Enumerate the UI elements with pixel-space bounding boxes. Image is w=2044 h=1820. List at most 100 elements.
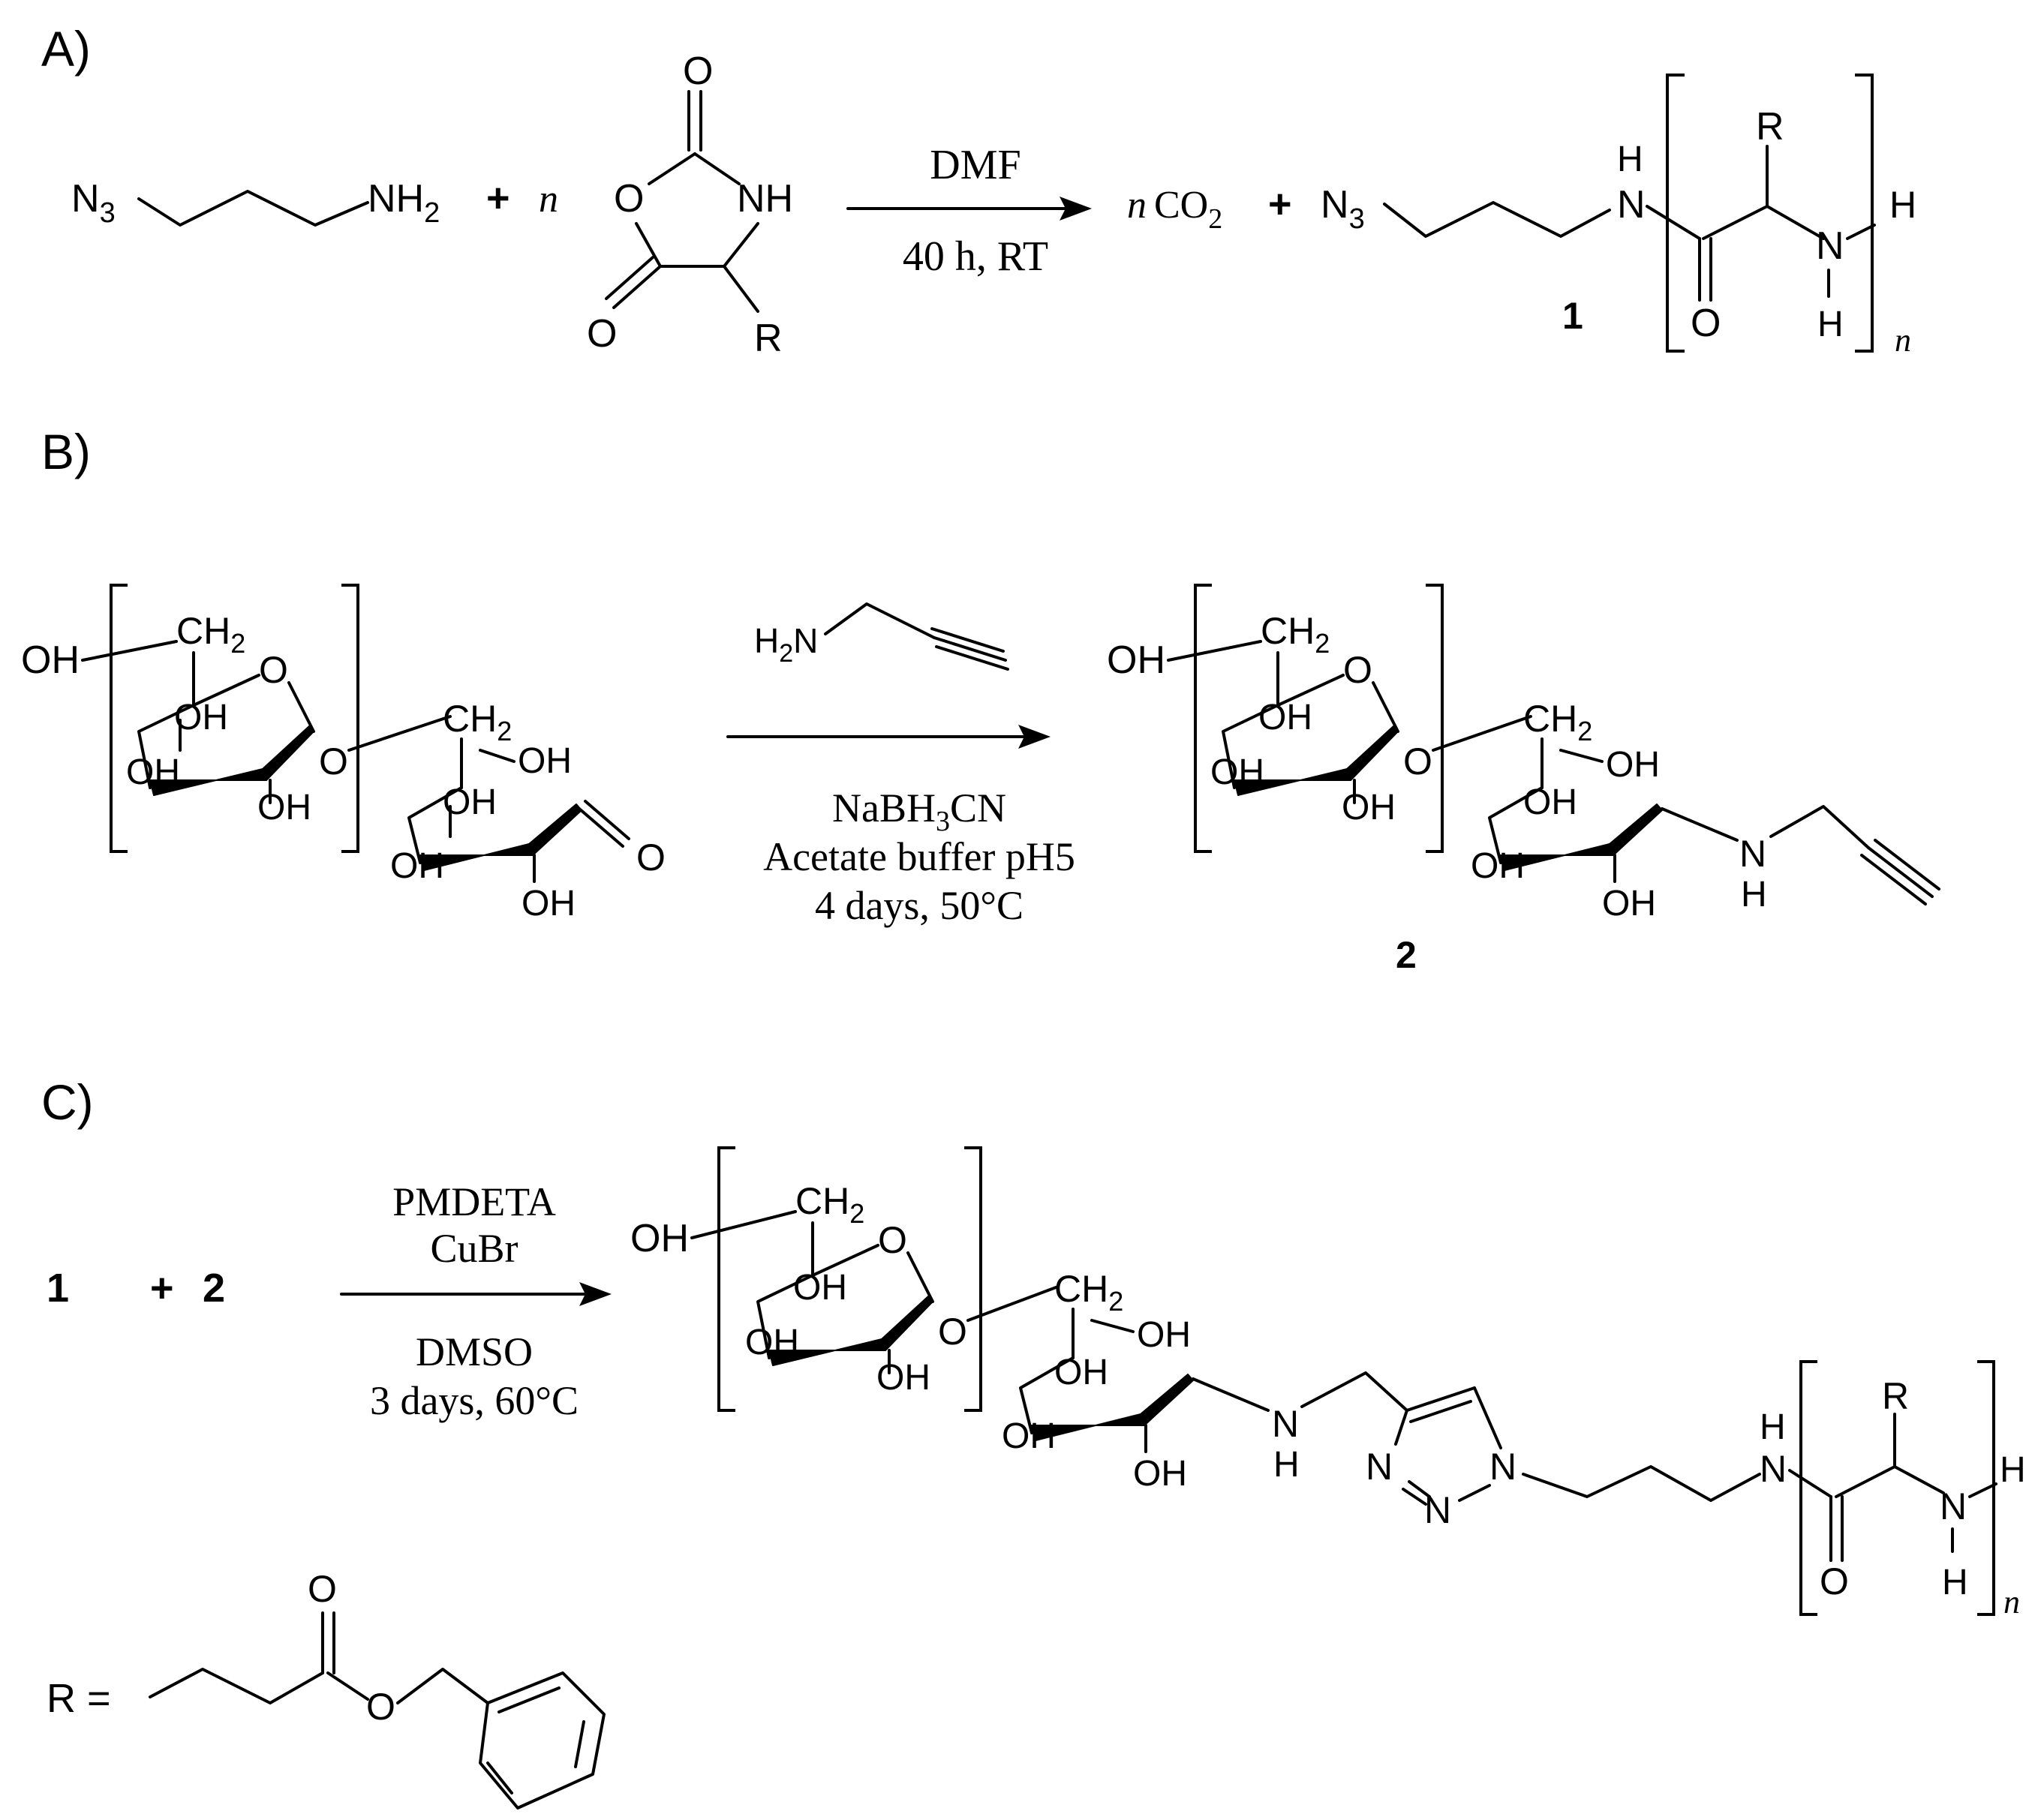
panel-b: B) OH CH2 O OH OH OH O CH2 OH xyxy=(21,424,1940,976)
plus-sign-2: + xyxy=(1268,182,1292,227)
c-amine-h: H xyxy=(1273,1445,1300,1485)
nca-bond-r xyxy=(723,265,759,313)
c-terminal-h: H xyxy=(2000,1450,2026,1490)
p2-open-oh-3: OH xyxy=(1471,846,1525,886)
panel-b-label: B) xyxy=(41,424,91,479)
propargylamine: H2N xyxy=(754,602,1009,671)
glycosidic-link xyxy=(347,715,452,752)
c-repeat-bracket-left xyxy=(1799,1360,1817,1616)
p2-open-left xyxy=(1488,786,1544,864)
n-coefficient: n xyxy=(539,178,558,221)
repeat-bracket-left xyxy=(1666,74,1685,353)
arrow-c-conditions: 3 days, 60°C xyxy=(370,1378,579,1423)
r-chain xyxy=(149,1668,324,1704)
propyl-chain-bonds xyxy=(137,190,369,227)
nca-bond-o xyxy=(648,152,696,185)
c-open-oh-1: OH xyxy=(1137,1315,1191,1355)
arrow-b-conditions: 4 days, 50°C xyxy=(815,883,1024,928)
c-r: R xyxy=(1882,1375,1909,1417)
p2-c-n-bond xyxy=(1661,807,1739,842)
r-group-definition: R = O O xyxy=(47,1568,606,1809)
c-amide-h: H xyxy=(1760,1407,1786,1447)
p2-bracket-right xyxy=(1426,584,1444,853)
nca-carbonyl-o-bottom: O xyxy=(587,312,617,356)
c-calpha-n xyxy=(1893,1465,1945,1494)
r-c-o-bond xyxy=(326,1671,369,1701)
p2-amine-h: H xyxy=(1741,875,1767,915)
ring-bold-bottom xyxy=(149,725,314,796)
c-c-n-bond xyxy=(1192,1377,1270,1412)
triazole-n3: N xyxy=(1366,1446,1393,1488)
p2-ring-left xyxy=(1222,704,1279,789)
c-amine-n: N xyxy=(1272,1403,1299,1445)
nca-bond-n-c4 xyxy=(723,222,759,268)
open-chain-top xyxy=(460,737,516,789)
glycosidic-o: O xyxy=(319,740,348,782)
triazole-c-c-double xyxy=(1405,1386,1476,1423)
r-carbonyl-o: O xyxy=(308,1568,337,1610)
r-equals: R = xyxy=(47,1676,111,1721)
c-bracket-right xyxy=(964,1146,982,1412)
c-propyl-linker xyxy=(1522,1465,1761,1502)
ch2-label: CH2 xyxy=(176,610,245,659)
ring-oh-3: OH xyxy=(257,788,311,827)
product-azide-n: N3 xyxy=(1321,183,1365,235)
p2-open-top xyxy=(1541,737,1604,789)
open-oh-2: OH xyxy=(443,782,497,822)
c-open-left xyxy=(1019,1356,1075,1434)
c-oh-1: OH xyxy=(793,1268,847,1308)
carbonyl-double-bond xyxy=(1698,237,1712,302)
r-ester-o: O xyxy=(366,1686,395,1728)
product-amide-n: N xyxy=(1617,183,1646,227)
p2-ch2: CH2 xyxy=(1261,610,1330,659)
c-open-oh-4: OH xyxy=(1133,1454,1187,1494)
arrow-a-head xyxy=(1060,197,1092,221)
azide-n: N3 xyxy=(71,177,116,229)
compound-1-label: 1 xyxy=(1562,295,1583,337)
c-ring-bold xyxy=(768,1296,933,1366)
plus-sign: + xyxy=(486,176,510,221)
r-benzyl-ch2 xyxy=(396,1668,489,1704)
calpha-n-bond xyxy=(1766,205,1825,240)
ring-oh-1: OH xyxy=(174,698,228,737)
c-amide-n-c xyxy=(1788,1469,1832,1498)
c-ch2-2: CH2 xyxy=(1054,1268,1123,1317)
p2-propargyl xyxy=(1769,805,1870,849)
open-oh-1: OH xyxy=(518,741,572,781)
arrow-c-head xyxy=(579,1282,612,1306)
panel-a-label: A) xyxy=(41,21,91,77)
carbonyl-o: O xyxy=(1691,302,1721,345)
c-open-oh-2: OH xyxy=(1054,1353,1108,1392)
arrow-c-ligand: PMDETA xyxy=(392,1179,556,1224)
ring-oh-2: OH xyxy=(126,752,180,792)
nca-co-double-bond xyxy=(687,90,702,152)
open-chain-left xyxy=(407,786,463,864)
c-n-h-terminal xyxy=(1968,1482,1997,1498)
p2-bracket-left xyxy=(1194,584,1212,853)
ch2-label-2: CH2 xyxy=(443,698,512,746)
panel-a: A) N3 NH2 + n O O NH O R DMF 40 h, RT xyxy=(41,21,1916,360)
nca-bond-nh xyxy=(693,152,741,185)
arrow-a-top-text: DMF xyxy=(930,142,1020,188)
p2-oh-2: OH xyxy=(1210,752,1264,792)
panel-c-label: C) xyxy=(41,1074,94,1130)
c-c-calpha xyxy=(1835,1465,1896,1498)
arrow-a-bottom-text: 40 h, RT xyxy=(903,233,1048,280)
propargyl-chain xyxy=(824,602,936,639)
nca-carbonyl-o-top: O xyxy=(683,50,713,93)
product-2-structure: OH CH2 O OH OH OH O CH2 OH OH OH OH N xyxy=(1107,584,1940,976)
p2-open-oh-4: OH xyxy=(1602,884,1656,924)
c-oh-3: OH xyxy=(876,1358,930,1398)
arrow-b-buffer: Acetate buffer pH5 xyxy=(763,834,1075,879)
c-amine-n-end: N xyxy=(1940,1485,1967,1527)
nca-nh: NH xyxy=(737,177,793,221)
sugar-bracket-left xyxy=(110,584,128,853)
p2-ring-bold xyxy=(1234,725,1399,796)
reactant-2: 2 xyxy=(203,1266,225,1311)
c-ch2: CH2 xyxy=(795,1180,864,1229)
n-h-end-bond xyxy=(1846,224,1876,240)
c-oh-ch2-link xyxy=(690,1210,797,1239)
oh-ch2-link xyxy=(81,640,178,662)
open-oh-4: OH xyxy=(522,884,576,924)
